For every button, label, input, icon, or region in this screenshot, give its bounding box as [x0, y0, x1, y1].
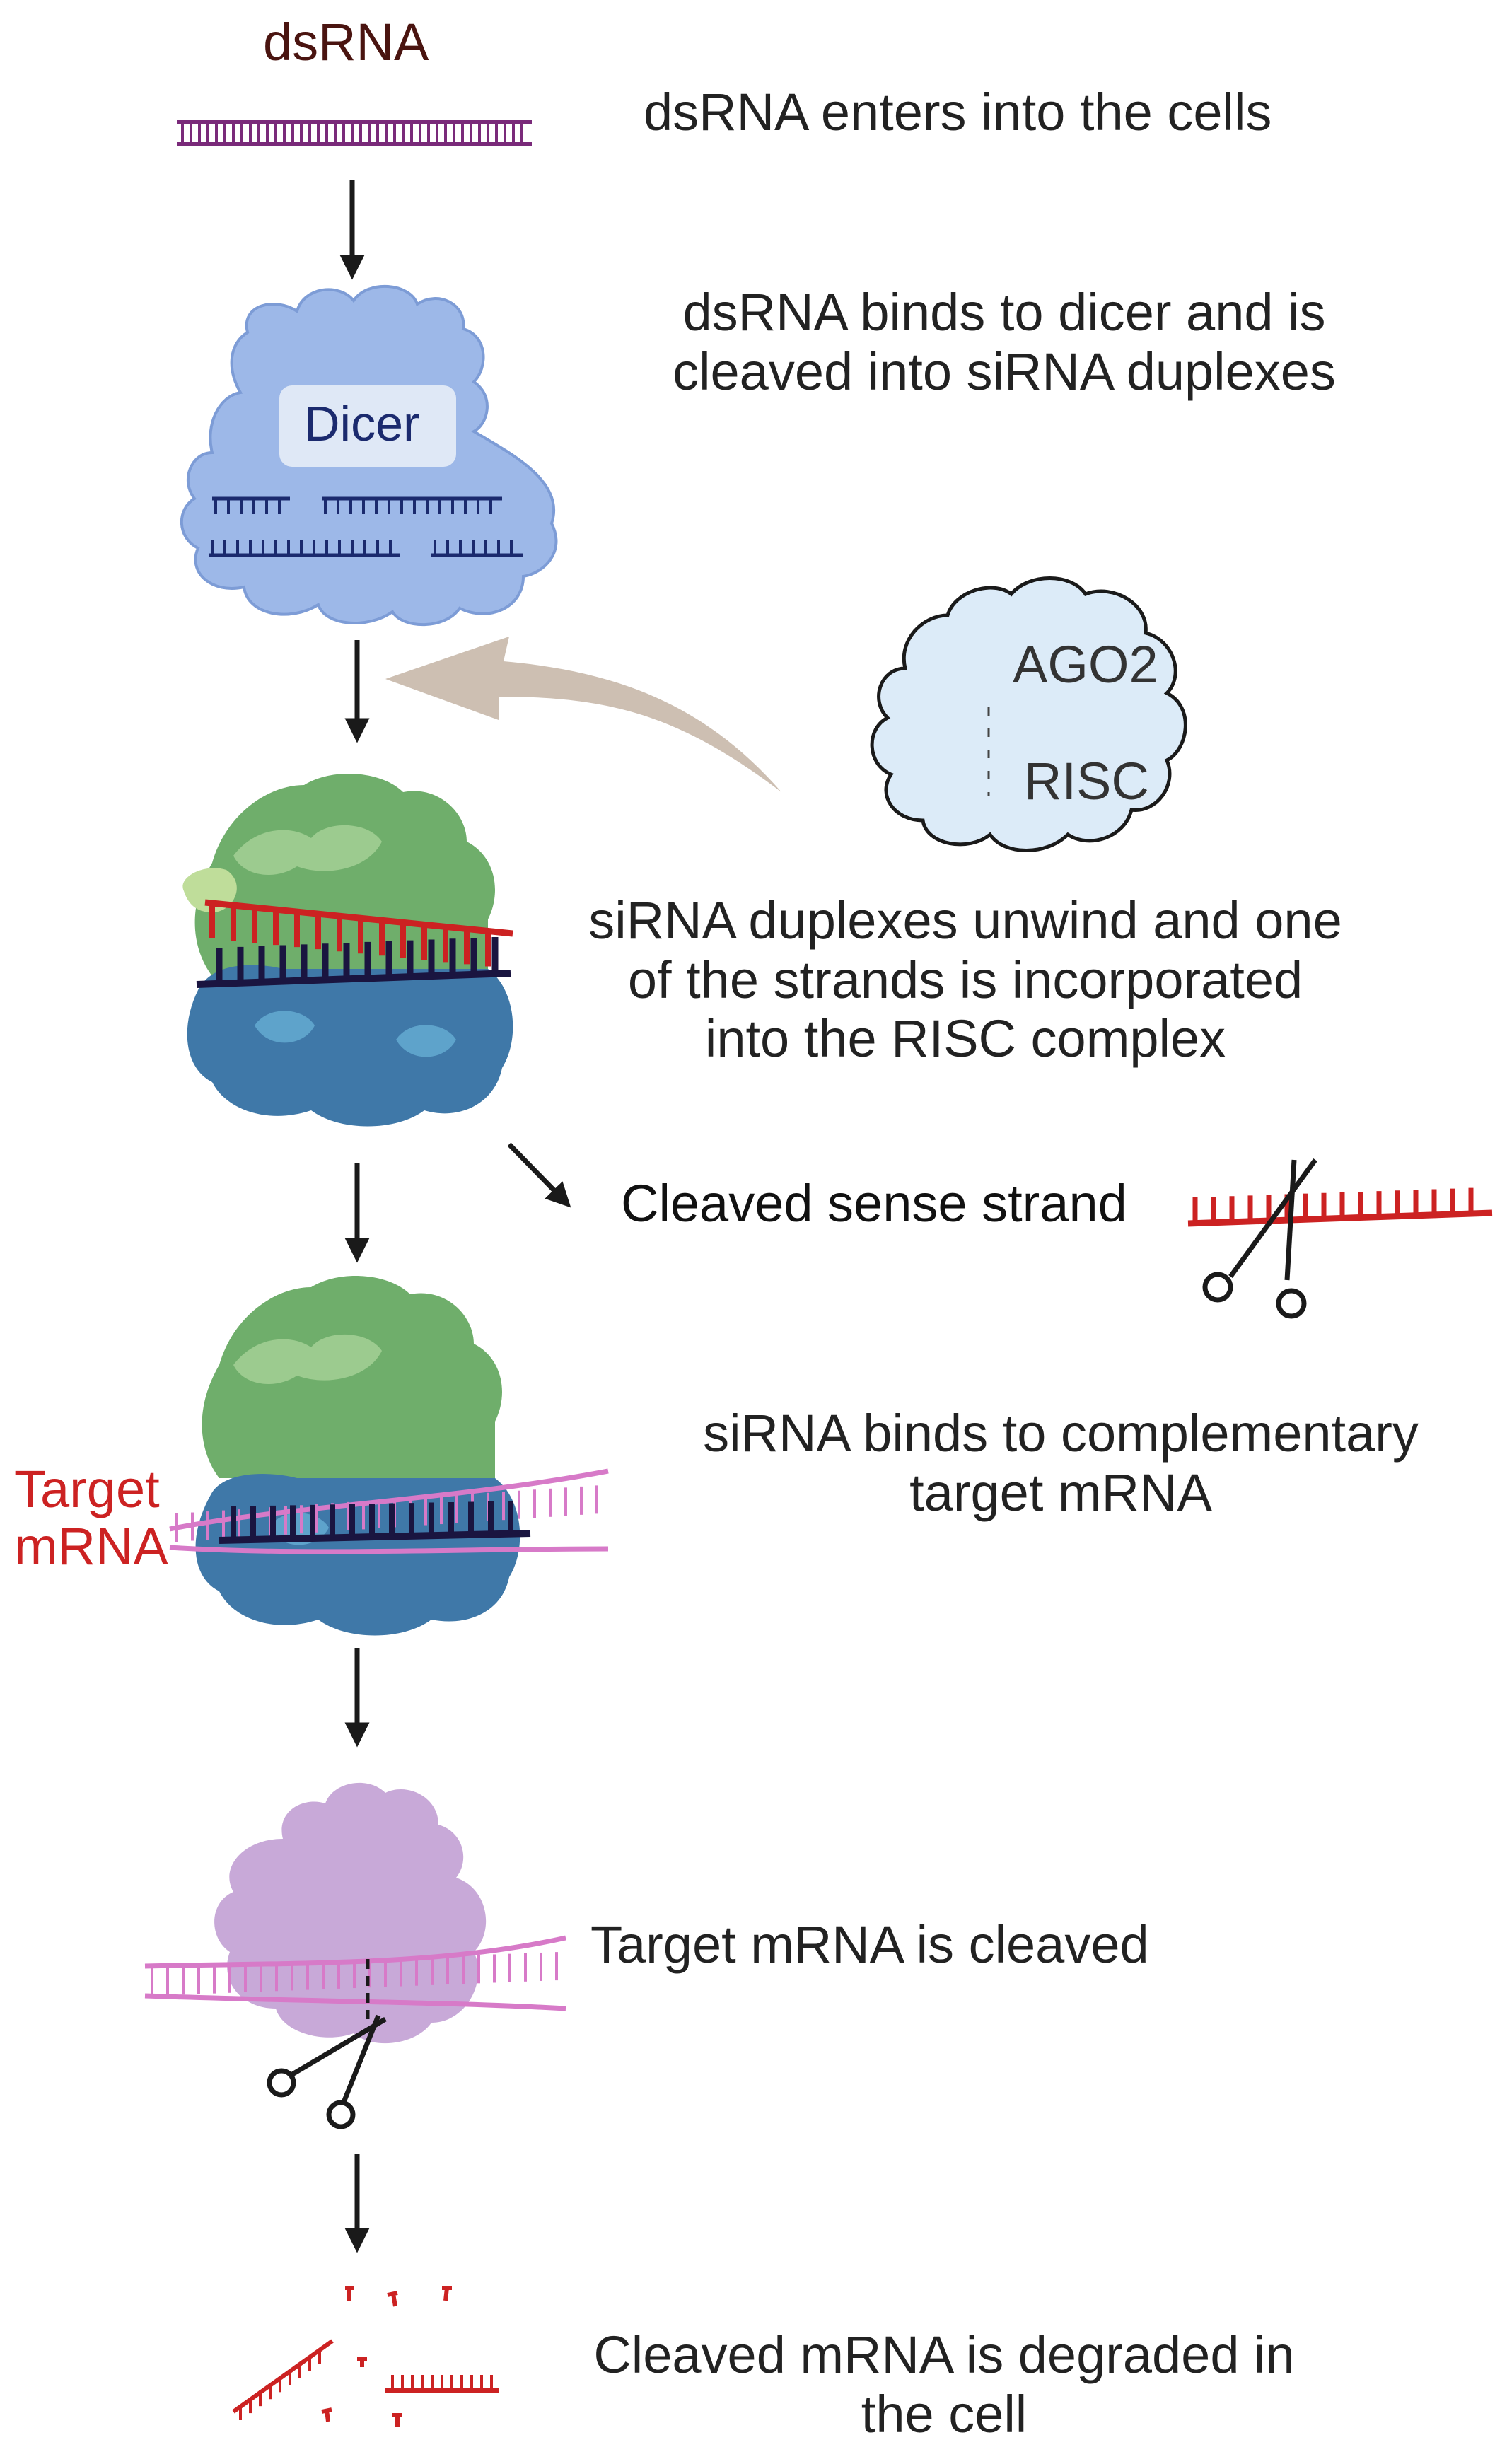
cleavage-complex — [144, 1782, 566, 2044]
risc-complex-2 — [169, 1275, 609, 1636]
step-5-line-1: siRNA binds to complementary — [703, 1404, 1419, 1463]
step-1-line-1: dsRNA enters into the cells — [644, 83, 1272, 141]
step-2-text: dsRNA binds to dicer and is cleaved into… — [622, 283, 1386, 401]
step-1-text: dsRNA enters into the cells — [644, 83, 1272, 142]
step-4-line-1: Cleaved sense strand — [621, 1174, 1127, 1233]
degraded-mrna-fragments — [232, 2286, 499, 2427]
guide-strand-2 — [219, 1501, 531, 1544]
ago2-risc-cloud — [870, 576, 1187, 852]
target-mrna-label: Target mRNA — [14, 1460, 168, 1576]
dicer-label: Dicer — [304, 396, 420, 451]
scissors-icon-2 — [267, 2014, 387, 2129]
target-mrna-label-line2: mRNA — [14, 1517, 168, 1576]
step-3-line-2: of the strands is incorporated — [627, 950, 1303, 1009]
risc-label: RISC — [1024, 752, 1149, 810]
target-mrna-label-line1: Target — [14, 1460, 160, 1518]
step-3-line-1: siRNA duplexes unwind and one — [588, 891, 1342, 950]
step-3-line-3: into the RISC complex — [704, 1009, 1226, 1069]
step-7-line-1: Cleaved mRNA is degraded in — [593, 2325, 1295, 2384]
ago2-recruit-arrow — [385, 637, 781, 792]
step-2-line-2: cleaved into siRNA duplexes — [673, 342, 1336, 401]
dicer-protein — [180, 285, 558, 627]
sense-strand-arrow — [507, 1142, 571, 1208]
scissors-icon — [1202, 1158, 1317, 1319]
dsrna-label: dsRNA — [263, 13, 429, 71]
ago2-label: AGO2 — [1013, 635, 1158, 694]
step-5-text: siRNA binds to complementary target mRNA — [654, 1404, 1467, 1522]
dsrna-strand — [177, 120, 532, 146]
step-4-text: Cleaved sense strand — [621, 1174, 1127, 1233]
step-7-line-2: the cell — [861, 2384, 1028, 2443]
cleaved-target-mrna — [144, 1935, 566, 2011]
step-7-text: Cleaved mRNA is degraded in the cell — [537, 2325, 1351, 2443]
step-2-line-1: dsRNA binds to dicer and is — [682, 283, 1326, 342]
sense-strand-1 — [204, 899, 513, 967]
dicer-label-box — [279, 385, 456, 467]
step-3-text: siRNA duplexes unwind and one of the str… — [541, 891, 1390, 1069]
step-5-line-2: target mRNA — [909, 1463, 1212, 1522]
cleaved-sense-strand — [1187, 1187, 1493, 1227]
step-6-text: Target mRNA is cleaved — [590, 1915, 1149, 1975]
risc-complex-1 — [182, 773, 513, 1127]
step-6-line-1: Target mRNA is cleaved — [590, 1915, 1149, 1974]
sirna-duplexes — [209, 496, 523, 557]
antisense-strand-1 — [196, 937, 511, 988]
